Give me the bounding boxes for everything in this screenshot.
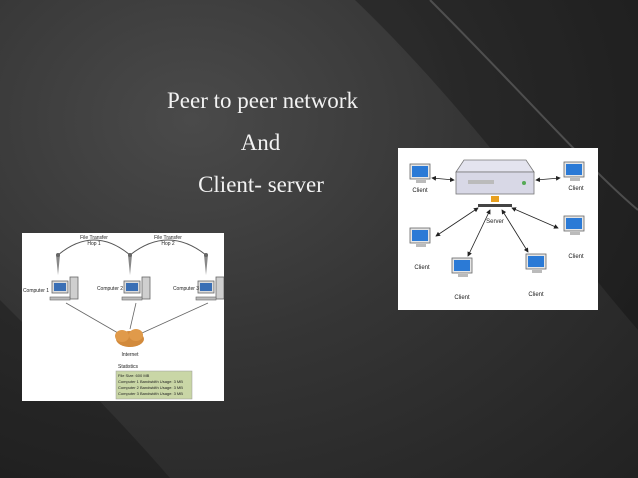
client-monitor-icon (409, 163, 431, 183)
client-monitor-icon (563, 215, 585, 235)
client-label: Client (568, 254, 584, 260)
computer2-label: Computer 2 (97, 286, 123, 292)
client-label: Client (412, 188, 428, 194)
client-label: Client (414, 265, 430, 271)
client-label: Client (568, 186, 584, 192)
antenna-icon (128, 253, 132, 275)
hop1-label-line1: File Transfer (80, 235, 108, 241)
title-line-3: Client- server (198, 172, 324, 197)
computer-icon (121, 276, 151, 301)
computer-icon (49, 276, 79, 301)
client-monitor-icon (451, 257, 473, 277)
client-monitor-icon (563, 161, 585, 181)
client-label: Client (454, 295, 470, 301)
hop2-label-line2: Hop 2 (161, 241, 175, 247)
computer3-label: Computer 3 (173, 286, 199, 292)
internet-label: Internet (122, 352, 140, 358)
server-icon (455, 159, 535, 207)
hop2-label-line1: File Transfer (154, 235, 182, 241)
statistics-line: File Size: 600 MB (118, 373, 150, 378)
computer-icon (195, 276, 225, 301)
hop1-label-line2: Hop 1 (87, 241, 101, 247)
client-monitor-icon (525, 253, 547, 273)
client-server-diagram: Server Client Client (398, 148, 598, 310)
statistics-box (115, 370, 193, 400)
statistics-line: Computer 3 Bandwidth Usage: 3 MB (118, 391, 183, 396)
p2p-diagram: File Transfer Hop 1 File Transfer Hop 2 (22, 233, 225, 401)
statistics-title: Statistics (118, 364, 139, 370)
internet-cloud-icon (115, 329, 144, 347)
statistics-line: Computer 2 Bandwidth Usage: 3 MB (118, 385, 183, 390)
title-line-2: And (240, 130, 281, 155)
title-line-1: Peer to peer network (167, 88, 358, 113)
antenna-icon (56, 253, 60, 275)
client-monitor-icon (409, 227, 431, 247)
statistics-line: Computer 1 Bandwidth Usage: 3 MB (118, 379, 183, 384)
antenna-icon (204, 253, 208, 275)
client-label: Client (528, 292, 544, 298)
server-label: Server (486, 219, 504, 225)
computer1-label: Computer 1 (23, 288, 49, 294)
